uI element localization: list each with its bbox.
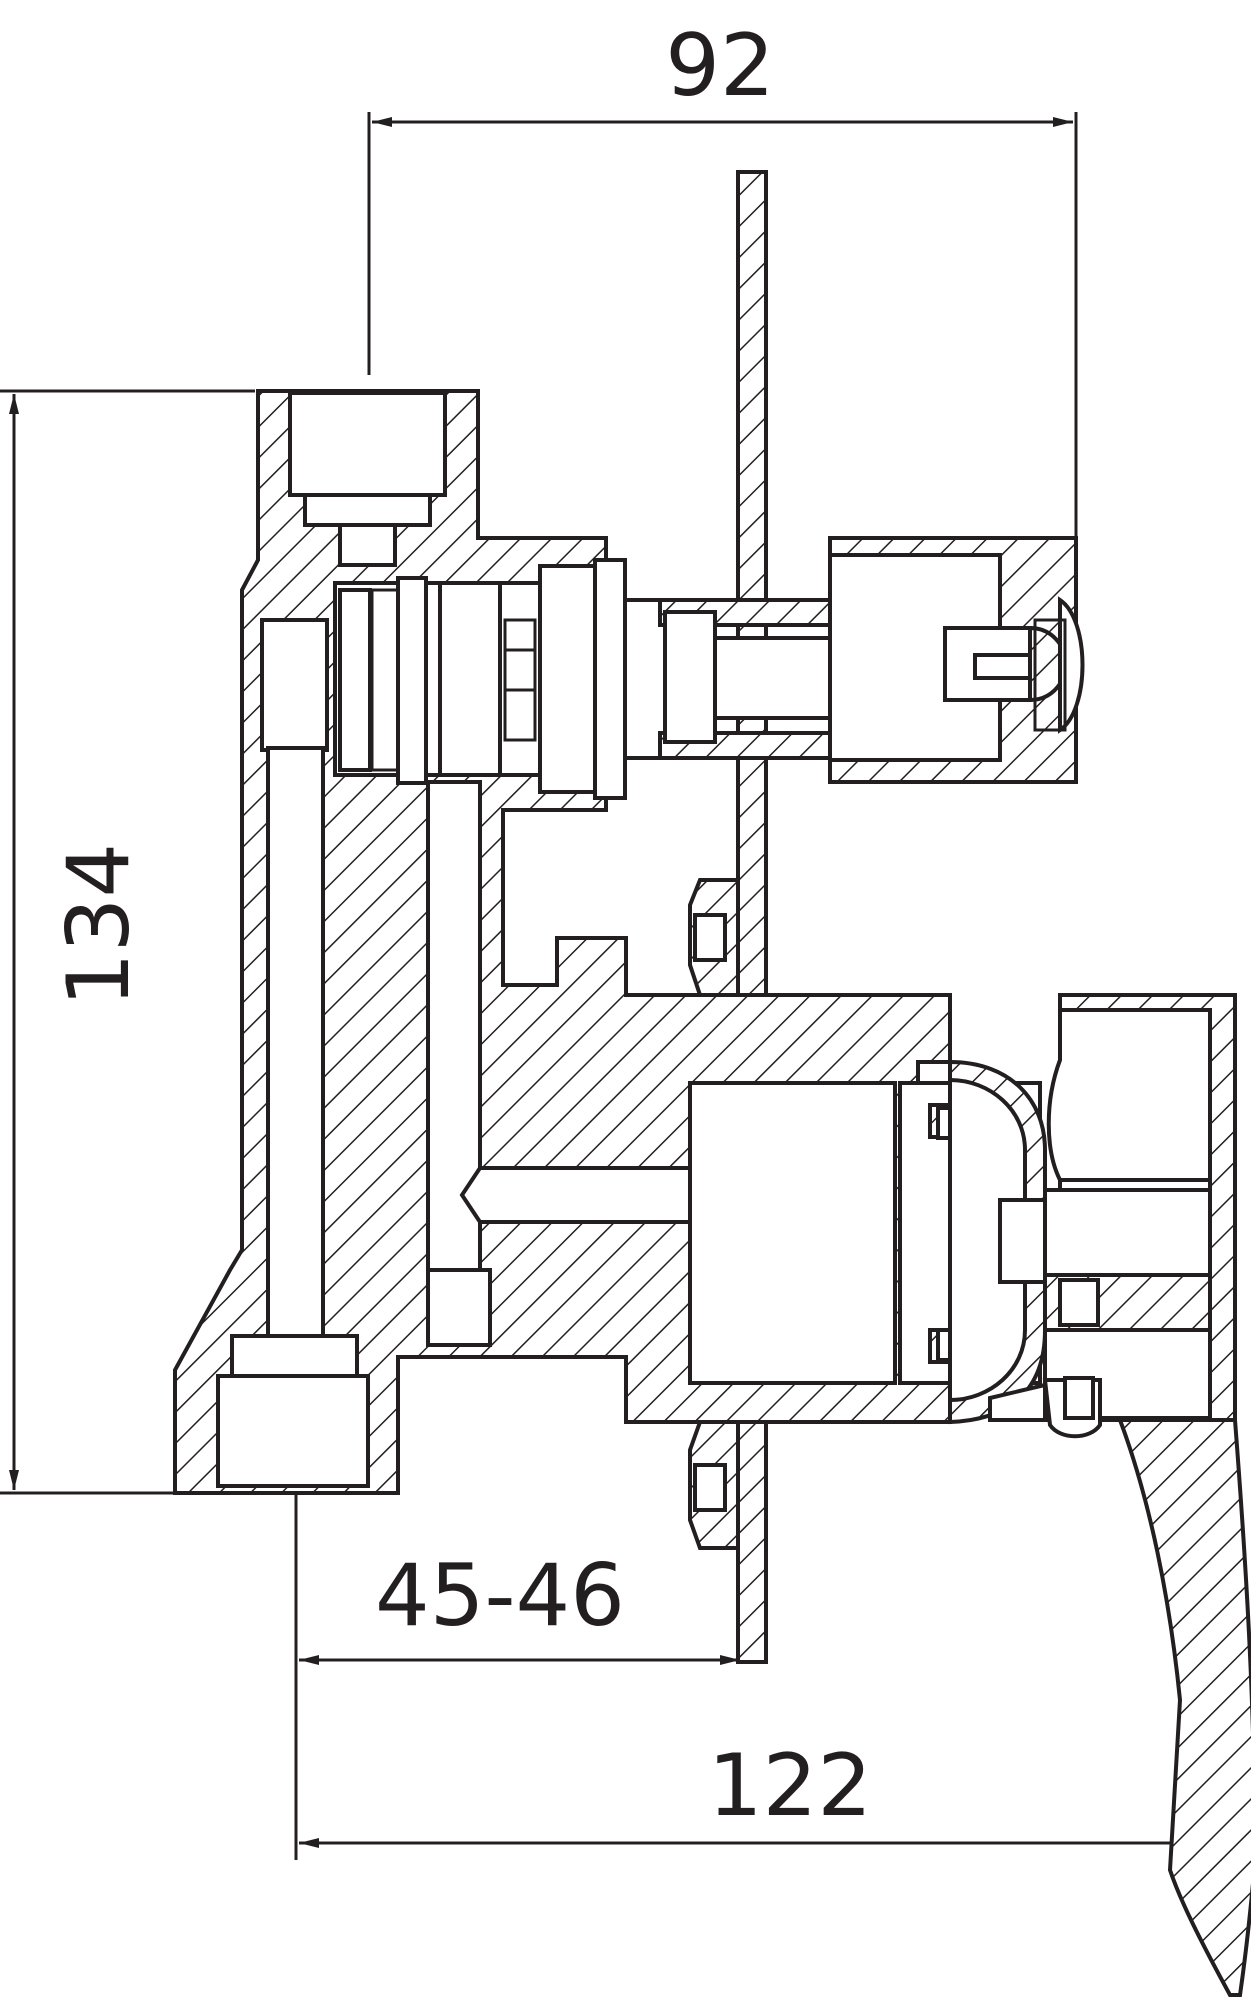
dimension-45-46: 45-46 [294,1493,740,1860]
wall-seal-lower [688,1420,740,1550]
lever-handle [988,993,1251,1997]
lower-cartridge [898,1059,1050,1425]
wall-plate [736,170,768,1664]
dimension-122: 122 [299,1736,1225,1848]
dimension-92-label: 92 [665,16,774,116]
dimension-122-label: 122 [708,1736,872,1836]
upper-knob [828,536,1085,784]
dimension-92: 92 [367,16,1078,540]
wall-seal-upper [688,878,740,997]
dimension-45-46-label: 45-46 [375,1546,625,1646]
upper-cartridge [333,558,947,800]
dimension-134: 134 [0,389,255,1495]
dimension-134-label: 134 [49,843,149,1007]
